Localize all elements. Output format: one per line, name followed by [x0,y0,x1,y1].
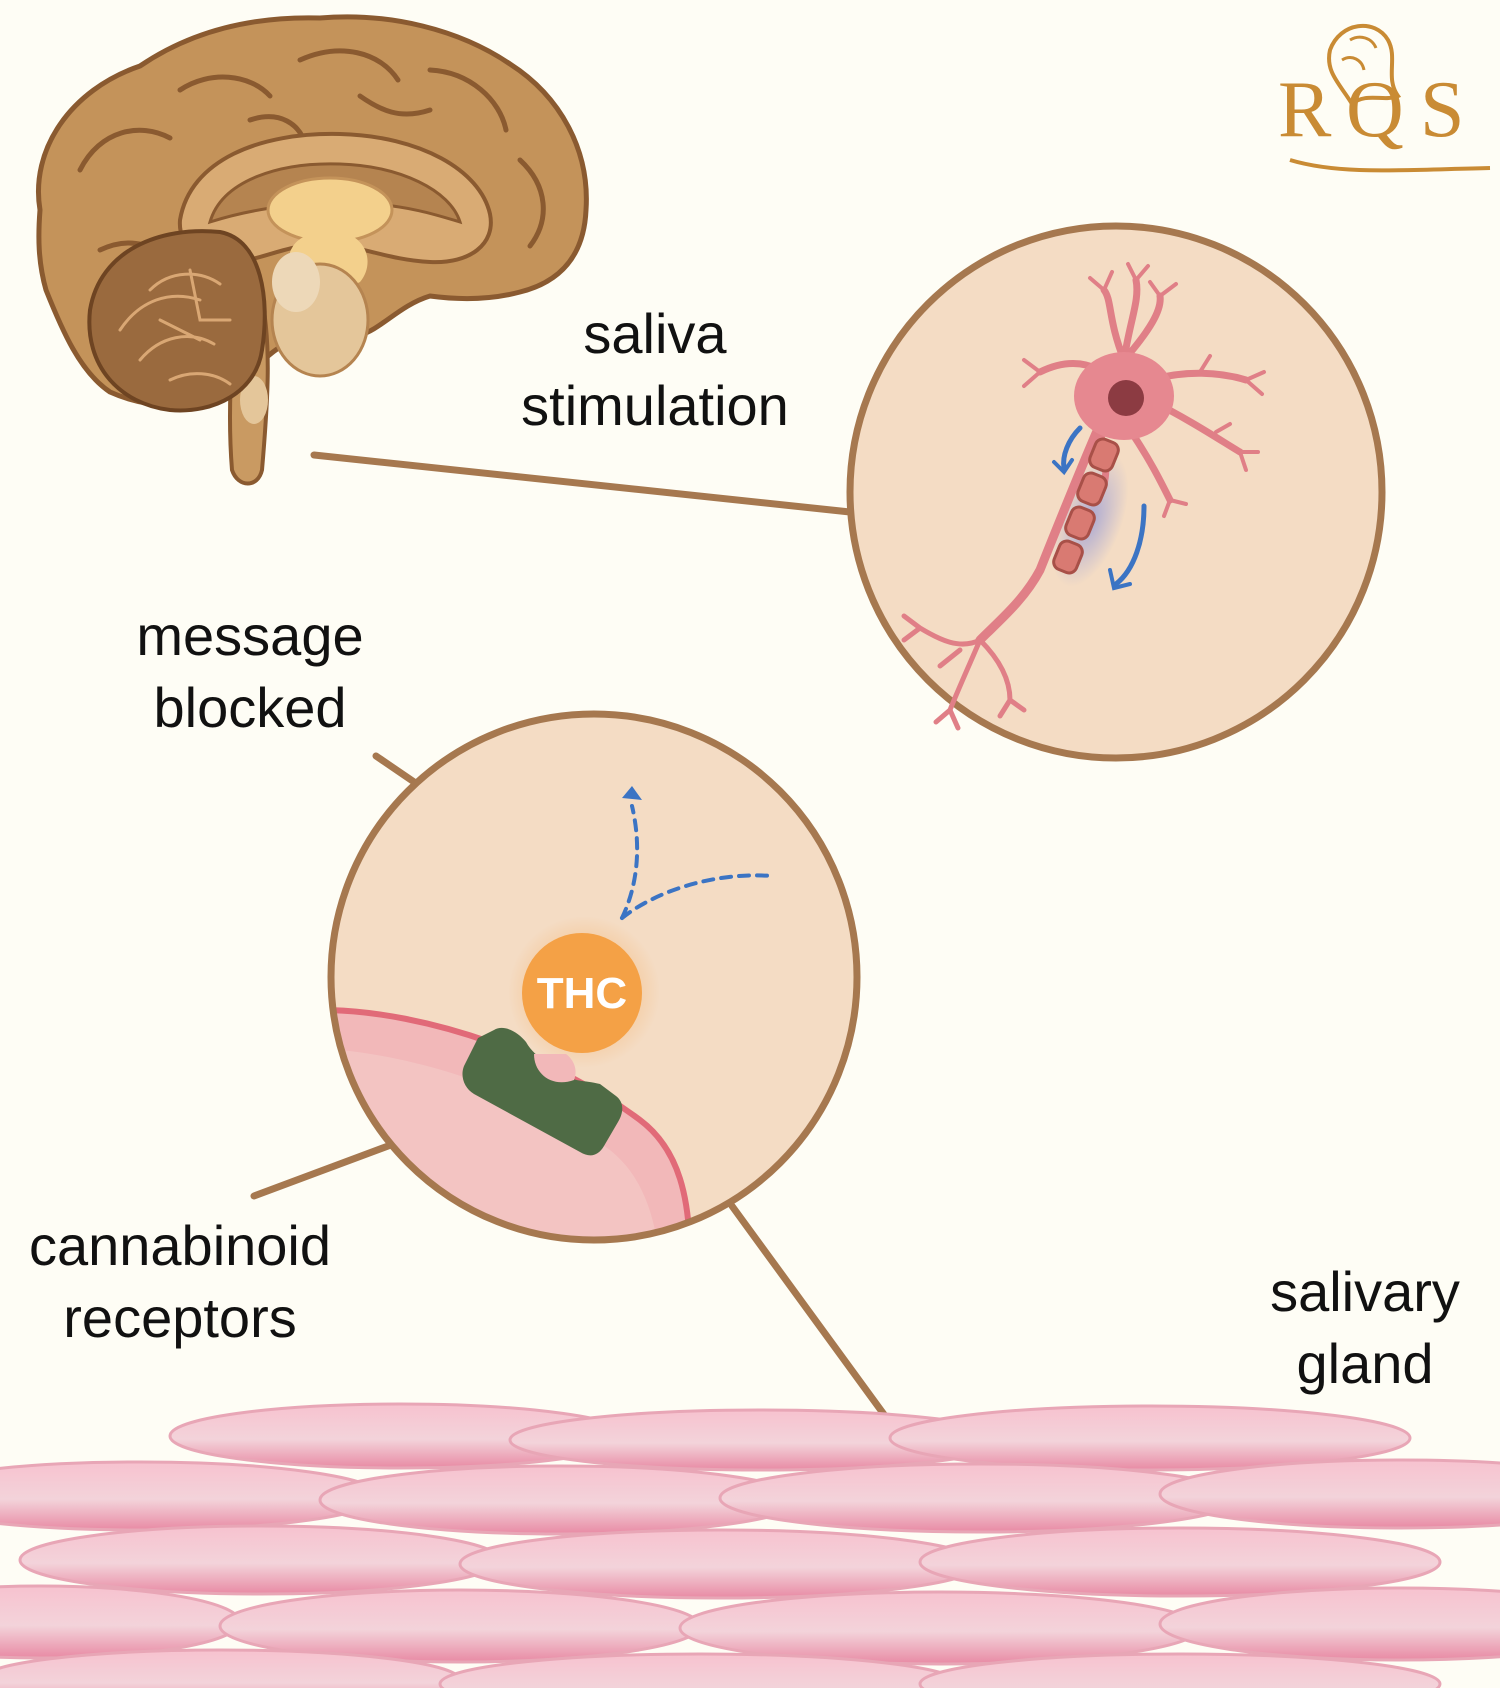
brain-to-neuron-line [310,451,854,516]
label-line: gland [1296,1332,1434,1395]
svg-text:S: S [1420,66,1465,154]
neuron-circle [846,222,1386,762]
svg-text:R: R [1278,66,1332,154]
saliva-stimulation-label: saliva stimulation [500,298,810,442]
svg-text:Q: Q [1346,66,1404,154]
label-line: message [136,604,364,667]
label-line: cannabinoid [28,1214,332,1277]
brain-illustration [36,14,589,486]
message-blocked-label: message blocked [110,600,390,744]
salivary-gland-tissue [0,1402,1500,1688]
arrowhead-icon [622,786,642,800]
neuron-nucleus [1108,380,1144,416]
thc-molecule [522,933,642,1053]
cannabinoid-receptors-label: cannabinoid receptors [20,1210,340,1354]
label-line: receptors [63,1286,297,1349]
label-line: blocked [153,676,347,739]
label-line: salivary [1270,1260,1460,1323]
dashed-signal-arrows [620,804,774,920]
myelin-sheath [1052,437,1120,575]
thc-label: THC [536,969,628,1018]
signal-arrows [1052,425,1147,591]
receptor-shape [462,1027,623,1156]
salivary-gland-label: salivary gland [1250,1256,1480,1400]
rqs-logo: R Q S [1278,23,1491,173]
label-line: stimulation [521,374,789,437]
label-line: saliva [583,302,727,365]
